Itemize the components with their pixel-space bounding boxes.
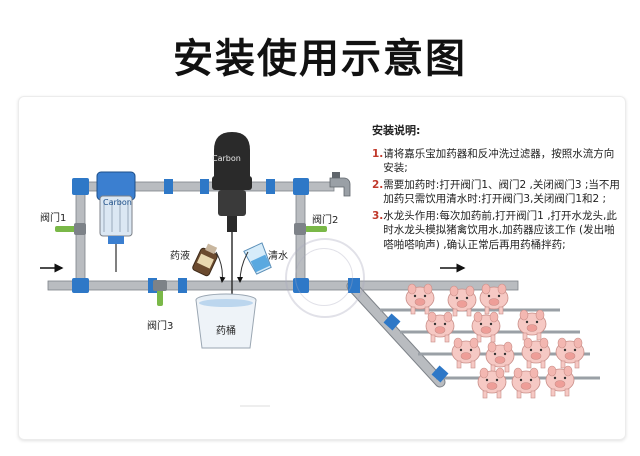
bucket-icon	[195, 293, 257, 349]
step-number: 3.	[372, 209, 384, 222]
step-number: 1.	[372, 147, 384, 160]
page-title: 安装使用示意图	[173, 36, 467, 82]
valve-3-icon	[153, 280, 167, 306]
valve-2-icon	[294, 223, 327, 235]
filter-brand-label: Carbon	[103, 198, 132, 207]
step-text: 请将嘉乐宝加药器和反冲洗过滤器，按照水流方向安装;	[383, 147, 615, 175]
doser-unit	[212, 132, 252, 305]
left-riser	[75, 185, 86, 287]
instruction-step: 2. 需要加药时:打开阀门1、阀门2 ,关闭阀门3 ;当不用加药只需饮用清水时:…	[372, 178, 620, 207]
medicine-bottle-icon	[192, 243, 218, 277]
pour-arrow-right	[237, 251, 249, 283]
faucet-icon	[329, 177, 351, 197]
step-text: 需要加药时:打开阀门1、阀门2 ,关闭阀门3 ;当不用加药只需饮用清水时:打开阀…	[383, 178, 620, 206]
instruction-step: 3. 水龙头作用:每次加药前,打开阀门1 ,打开水龙头,此时水龙头模拟猪禽饮用水…	[372, 209, 620, 253]
step-text: 水龙头作用:每次加药前,打开阀门1 ,打开水龙头,此时水龙头模拟猪禽饮用水,加药…	[383, 209, 617, 251]
pour-arrow-left	[215, 251, 226, 283]
medicine-label: 药液	[170, 251, 190, 262]
valve-2-label: 阀门2	[312, 215, 339, 226]
step-number: 2.	[372, 178, 384, 191]
watermark-seal	[285, 238, 365, 318]
instruction-step: 1. 请将嘉乐宝加药器和反冲洗过滤器，按照水流方向安装;	[372, 147, 620, 176]
instructions-heading: 安装说明:	[372, 124, 421, 137]
main-pipe	[47, 280, 519, 291]
water-beaker-icon	[243, 242, 272, 275]
instructions-panel: 安装说明: 1. 请将嘉乐宝加药器和反冲洗过滤器，按照水流方向安装; 2. 需要…	[372, 124, 620, 254]
valve-1-icon	[55, 223, 86, 235]
bucket-label: 药桶	[216, 326, 236, 337]
valve-1-label: 阀门1	[40, 213, 67, 224]
valve-3-label: 阀门3	[147, 321, 174, 332]
doser-brand-label: Carbon	[212, 154, 241, 163]
water-label: 清水	[268, 251, 288, 262]
filter-unit	[96, 171, 136, 272]
